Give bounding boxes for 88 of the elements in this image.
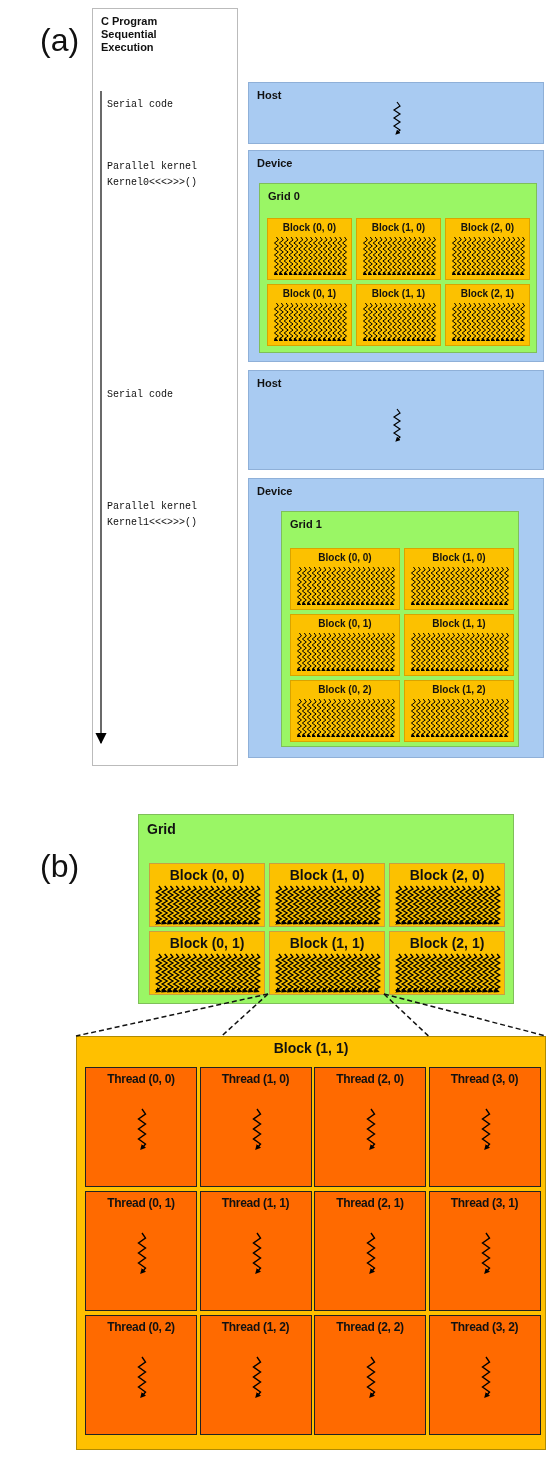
thread-label: Thread (3, 0): [449, 1072, 520, 1086]
thread-cell: [199, 1315, 312, 1435]
block-box: [389, 931, 505, 995]
leader-line: [383, 993, 430, 1037]
block-label: Block (0, 0): [317, 552, 373, 563]
panel-letter: (b): [40, 848, 80, 885]
thread-cell: [199, 1067, 312, 1187]
block-box: [445, 284, 530, 346]
device-label: Device: [257, 157, 293, 169]
thread-label: Thread (1, 1): [220, 1196, 291, 1210]
leader-line: [75, 993, 269, 1037]
block-box: [290, 680, 400, 742]
block-label: Block (1, 2): [431, 684, 487, 695]
column-heading: C Program Sequential Execution: [101, 15, 159, 54]
thread-label: Thread (1, 2): [220, 1320, 291, 1334]
device-label: Device: [257, 485, 293, 497]
thread-label: Thread (1, 0): [220, 1072, 291, 1086]
host-panel: [248, 82, 544, 144]
block-label: Block (1, 1): [431, 618, 487, 629]
thread-label: Thread (3, 2): [449, 1320, 520, 1334]
host-panel: [248, 370, 544, 470]
thread-cell: [428, 1191, 541, 1311]
block-box: [404, 548, 514, 610]
thread-label: Thread (2, 2): [335, 1320, 405, 1334]
block-label: Block (2, 1): [459, 288, 516, 299]
host-label: Host: [257, 377, 282, 389]
block-box: [445, 218, 530, 280]
block-box: [404, 680, 514, 742]
thread-cell: [314, 1315, 426, 1435]
block-label: Block (1, 1): [288, 935, 366, 951]
device-panel: [248, 478, 544, 758]
block-label: Block (1, 1): [272, 1040, 350, 1056]
host-label: Host: [257, 89, 282, 101]
block-box: [267, 218, 352, 280]
block-label: Block (0, 1): [281, 288, 338, 299]
block-label: Block (0, 0): [281, 222, 338, 233]
grid-label: Grid: [147, 821, 176, 837]
thread-label: Thread (0, 2): [106, 1320, 176, 1334]
block-box: [356, 284, 441, 346]
block-box: [389, 863, 505, 927]
block-label: Block (2, 1): [408, 935, 486, 951]
grid-panel: [281, 511, 519, 747]
grid-label: Grid 0: [268, 190, 300, 202]
block-label: Block (0, 1): [317, 618, 373, 629]
grid-panel: [138, 814, 514, 1004]
block-label: Block (0, 1): [168, 935, 246, 951]
block-box: [269, 863, 385, 927]
thread-cell: [199, 1191, 312, 1311]
thread-label: Thread (0, 0): [106, 1072, 176, 1086]
block-label: Block (1, 0): [431, 552, 487, 563]
thread-cell: [85, 1315, 197, 1435]
block-box: [267, 284, 352, 346]
grid-panel: [259, 183, 537, 353]
code-note: Parallel kernel Kernel1<<<>>>(): [107, 500, 198, 530]
block-box: [269, 931, 385, 995]
grid-label: Grid 1: [290, 518, 322, 530]
thread-label: Thread (2, 0): [335, 1072, 405, 1086]
block-box: [404, 614, 514, 676]
block-label: Block (1, 0): [288, 867, 366, 883]
block-label: Block (2, 0): [408, 867, 486, 883]
thread-cell: [85, 1067, 197, 1187]
block-label: Block (1, 0): [370, 222, 427, 233]
thread-label: Thread (0, 1): [106, 1196, 176, 1210]
device-panel: [248, 150, 544, 362]
thread-cell: [85, 1191, 197, 1311]
thread-cell: [314, 1191, 426, 1311]
leader-line: [220, 993, 269, 1037]
thread-label: Thread (3, 1): [449, 1196, 520, 1210]
block-box: [290, 548, 400, 610]
thread-cell: [428, 1315, 541, 1435]
block-box: [356, 218, 441, 280]
block-box: [149, 863, 265, 927]
panel-letter: (a): [40, 22, 80, 59]
block-label: Block (1, 1): [370, 288, 427, 299]
code-note: Parallel kernel Kernel0<<<>>>(): [107, 160, 198, 190]
block-label: Block (2, 0): [459, 222, 516, 233]
block-box: [290, 614, 400, 676]
block-box: [149, 931, 265, 995]
program-column: [92, 8, 238, 766]
thread-cell: [314, 1067, 426, 1187]
block-label: Block (0, 2): [317, 684, 373, 695]
thread-cell: [428, 1067, 541, 1187]
code-note: Serial code: [107, 388, 174, 402]
block-panel: [76, 1036, 546, 1450]
thread-label: Thread (2, 1): [335, 1196, 405, 1210]
block-label: Block (0, 0): [168, 867, 246, 883]
leader-line: [383, 993, 547, 1037]
code-note: Serial code: [107, 98, 174, 112]
